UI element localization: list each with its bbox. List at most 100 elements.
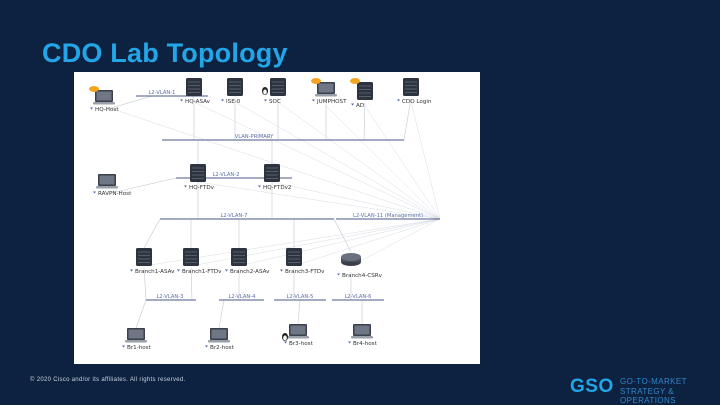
node-label: Branch1-FTDv xyxy=(182,269,222,275)
laptop-screen xyxy=(318,83,334,93)
bus-l2-vlan-3[interactable]: L2-VLAN-3 xyxy=(146,294,196,301)
node-label: Br3-host xyxy=(289,341,314,347)
link-branch1-asav-l2-vlan-7 xyxy=(143,218,161,249)
mgmt-link xyxy=(238,218,441,267)
bus-label: L2-VLAN-1 xyxy=(149,90,176,96)
chevron-down-icon xyxy=(221,99,224,102)
node-br2-host[interactable]: Br2-host xyxy=(205,328,235,351)
mgmt-link xyxy=(350,218,441,267)
node-br4-host[interactable]: Br4-host xyxy=(348,324,378,347)
node-branch3-ftdv[interactable]: Branch3-FTDv xyxy=(280,248,325,275)
laptop-base xyxy=(96,186,118,189)
node-label: HQ-FTDv xyxy=(189,185,215,191)
link-ravpn-host-l2-vlan-2 xyxy=(106,177,177,195)
node-hq-ftdv2[interactable]: HQ-FTDv2 xyxy=(258,164,292,191)
laptop-base xyxy=(315,94,337,97)
bus-l2-vlan-7[interactable]: L2-VLAN-7 xyxy=(160,213,334,220)
node-br1-host[interactable]: Br1-host xyxy=(122,328,152,351)
server-icon xyxy=(227,78,243,96)
node-hq-host[interactable]: HQ-Host xyxy=(89,86,119,113)
node-label: HQ-ASAv xyxy=(185,99,211,105)
laptop-screen xyxy=(290,325,306,335)
node-hq-ftdv[interactable]: HQ-FTDv xyxy=(184,164,215,191)
bus-l2-vlan-5[interactable]: L2-VLAN-5 xyxy=(274,294,326,301)
link-hq-host-l2-vlan-1 xyxy=(103,95,153,111)
node-label: JUMPHOST xyxy=(316,99,347,105)
chevron-down-icon xyxy=(184,185,187,188)
status-badge-icon xyxy=(311,78,321,84)
server-icon xyxy=(403,78,419,96)
mgmt-link xyxy=(234,101,441,220)
node-ad[interactable]: AD xyxy=(350,78,373,109)
link-br2-host-l2-vlan-4 xyxy=(218,299,225,329)
node-br3-host[interactable]: Br3-host xyxy=(282,324,314,347)
server-icon xyxy=(231,248,247,266)
gso-logo: GSO GO-TO-MARKET STRATEGY & OPERATIONS xyxy=(570,376,710,405)
mgmt-link xyxy=(193,101,441,220)
node-label: Branch3-FTDv xyxy=(285,269,325,275)
chevron-down-icon xyxy=(284,341,287,344)
node-jumphost[interactable]: JUMPHOST xyxy=(311,78,347,105)
bus-l2-vlan-11[interactable]: L2-VLAN-11 (Management) xyxy=(336,213,440,220)
links-layer xyxy=(103,95,441,329)
server-icon xyxy=(183,248,199,266)
node-label: SOC xyxy=(269,99,281,105)
node-label: Branch2-ASAv xyxy=(230,269,270,275)
server-icon xyxy=(186,78,202,96)
node-ise[interactable]: ISE-0 xyxy=(221,78,243,105)
logo-line2: STRATEGY & OPERATIONS xyxy=(620,387,676,405)
node-branch2-asav[interactable]: Branch2-ASAv xyxy=(225,248,270,275)
node-branch4-csrv[interactable]: Branch4-CSRv xyxy=(337,253,383,279)
link-br1-host-l2-vlan-3 xyxy=(135,299,147,329)
mgmt-link xyxy=(197,181,441,220)
mgmt-link xyxy=(271,181,441,220)
node-label: Br1-host xyxy=(127,345,152,351)
server-icon xyxy=(286,248,302,266)
bus-l2-vlan-4[interactable]: L2-VLAN-4 xyxy=(219,294,264,301)
node-branch1-ftdv[interactable]: Branch1-FTDv xyxy=(177,248,222,275)
laptop-screen xyxy=(128,329,144,339)
mgmt-link xyxy=(410,101,441,220)
chevron-down-icon xyxy=(90,107,93,110)
link-branch1-ftdv-l2-vlan-3 xyxy=(190,267,193,301)
mgmt-link xyxy=(293,218,441,267)
bus-label: L2-VLAN-11 (Management) xyxy=(353,213,423,219)
link-branch1-asav-l2-vlan-3 xyxy=(143,267,147,301)
node-cdo-login[interactable]: CDO Login xyxy=(397,78,432,105)
link-cdo-login-vlan-primary xyxy=(403,97,412,141)
node-label: Br2-host xyxy=(210,345,235,351)
logo-line1: GO-TO-MARKET xyxy=(620,377,687,386)
page-title: CDO Lab Topology xyxy=(42,38,288,68)
link-ad-vlan-primary xyxy=(363,101,366,141)
laptop-screen xyxy=(96,91,112,101)
penguin-belly xyxy=(283,335,287,341)
chevron-down-icon xyxy=(351,103,354,106)
bus-l2-vlan-6[interactable]: L2-VLAN-6 xyxy=(332,294,384,301)
server-icon xyxy=(136,248,152,266)
logo-mark: GSO xyxy=(570,376,614,397)
router-top xyxy=(341,253,361,261)
bus-label: L2-VLAN-3 xyxy=(157,294,184,300)
node-branch1-asav[interactable]: Branch1-ASAv xyxy=(130,248,175,275)
laptop-base xyxy=(351,336,373,339)
node-soc[interactable]: SOC xyxy=(262,78,286,105)
laptop-screen xyxy=(211,329,227,339)
node-hq-asav[interactable]: HQ-ASAv xyxy=(180,78,211,105)
bus-vlan-primary[interactable]: VLAN-PRIMARY xyxy=(162,134,404,141)
laptop-base xyxy=(93,102,115,105)
laptop-screen xyxy=(354,325,370,335)
node-label: HQ-FTDv2 xyxy=(263,185,292,191)
server-icon xyxy=(270,78,286,96)
laptop-base xyxy=(208,340,230,343)
chevron-down-icon xyxy=(122,345,125,348)
mgmt-link xyxy=(364,105,441,220)
node-ravpn-host[interactable]: RAVPN-Host xyxy=(93,174,132,197)
chevron-down-icon xyxy=(258,185,261,188)
chevron-down-icon xyxy=(280,269,283,272)
mgmt-link xyxy=(277,101,441,220)
bus-label: L2-VLAN-7 xyxy=(221,213,248,219)
chevron-down-icon xyxy=(397,99,400,102)
